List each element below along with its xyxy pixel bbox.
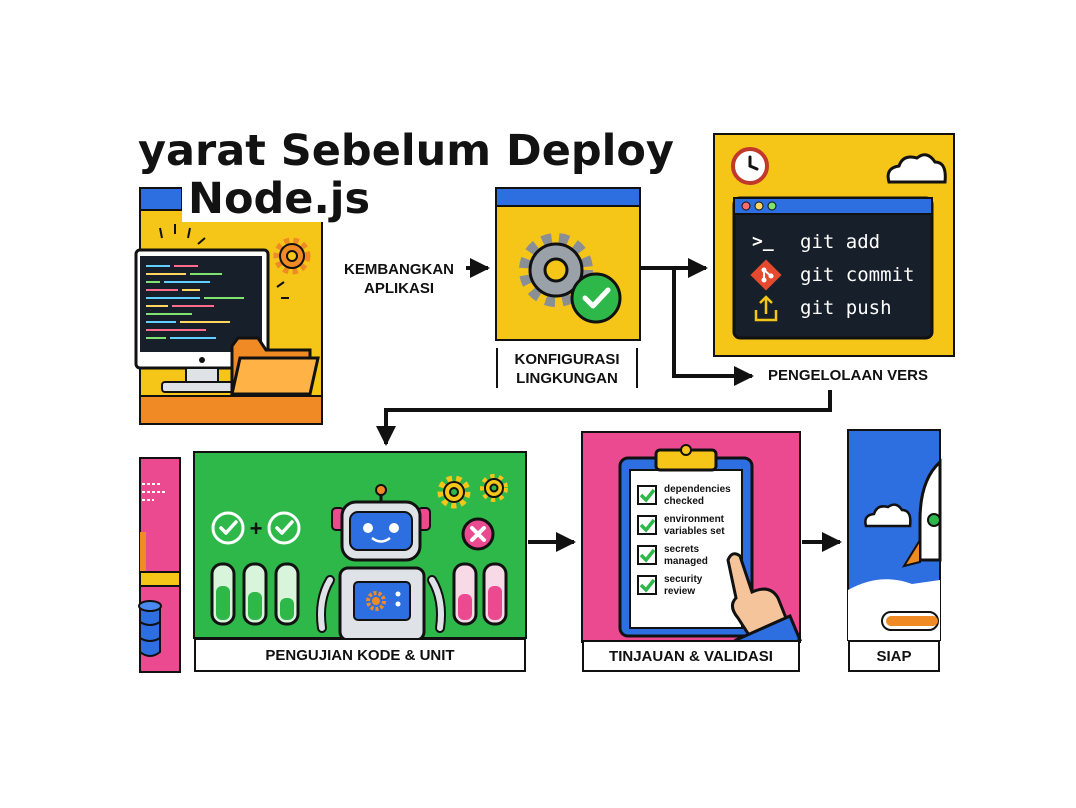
monitor-icon — [134, 248, 270, 393]
arrow-config-to-version-caption — [672, 268, 754, 386]
panel-pink-left — [139, 457, 181, 673]
clock-icon — [731, 147, 769, 185]
checklist-item: dependencies checked — [664, 484, 731, 508]
checklist-item: secrets managed — [664, 544, 708, 568]
panel-ready — [847, 429, 941, 641]
checklist-item-line: security — [664, 574, 703, 585]
gear-icon — [480, 474, 508, 502]
database-icon — [138, 600, 162, 657]
rocket-icon — [901, 458, 942, 568]
flow-arrows — [376, 258, 842, 552]
plus-sign: + — [250, 516, 263, 541]
check-icon — [570, 272, 622, 324]
diagram-title-line2: Node.js — [182, 176, 377, 222]
checklist-item-line: secrets — [664, 544, 700, 555]
diagram-title-line1: yarat Sebelum Deploy — [138, 128, 680, 174]
gear-icon — [273, 237, 311, 275]
check-icon — [211, 511, 245, 545]
terminal-command-add: git add — [800, 231, 881, 253]
checklist-item-line: dependencies — [664, 484, 731, 495]
gear-icon — [437, 475, 471, 509]
caption-develop: KEMBANGKAN APLIKASI — [336, 260, 462, 298]
caption-testing: PENGUJIAN KODE & UNIT — [194, 638, 526, 672]
terminal-command-push: git push — [800, 297, 892, 319]
checklist-item: security review — [664, 574, 702, 598]
arrow-version-to-testing — [376, 390, 832, 446]
caption-version: PENGELOLAAN VERS — [768, 367, 929, 384]
check-icon — [267, 511, 301, 545]
cloud-icon — [886, 153, 947, 184]
checklist-item: environment variables set — [664, 514, 725, 538]
checklist-item-line: review — [664, 586, 696, 597]
checklist-boxes — [637, 485, 657, 595]
checklist-item-line: checked — [664, 496, 705, 507]
caption-config: KONFIGURASI LINGKUNGAN — [500, 350, 634, 388]
upload-icon — [754, 295, 778, 322]
gear-icon — [519, 233, 593, 307]
caption-config-line1: KONFIGURASI — [514, 351, 620, 368]
caption-review: TINJAUAN & VALIDASI — [582, 640, 800, 672]
checklist-item-line: variables set — [664, 526, 725, 537]
caption-develop-line2: APLIKASI — [363, 280, 434, 297]
cloud-icon — [864, 503, 912, 528]
checklist-item-line: managed — [664, 556, 708, 567]
caption-ready: SIAP — [848, 640, 940, 672]
error-icon — [461, 517, 495, 551]
checklist-item-line: environment — [664, 514, 725, 525]
test-tube-icon — [210, 562, 508, 626]
folder-icon — [230, 336, 320, 396]
terminal-prompt: >_ — [752, 231, 774, 252]
robot-icon — [316, 484, 446, 642]
caption-config-line2: LINGKUNGAN — [516, 370, 618, 387]
caption-develop-line1: KEMBANGKAN — [344, 261, 454, 278]
terminal-command-commit: git commit — [800, 264, 915, 286]
